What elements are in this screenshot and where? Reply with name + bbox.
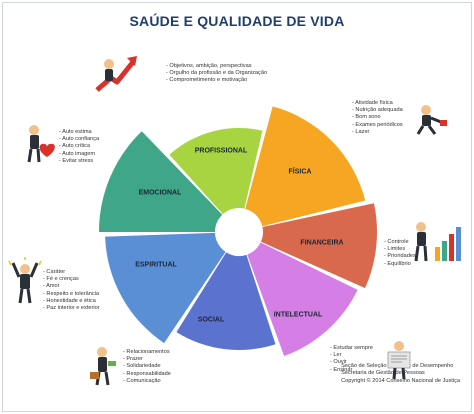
note-item: Auto imagem	[59, 151, 99, 158]
notes-intelectual: Estudar sempre Ler Ouvir Ensinar	[330, 345, 373, 374]
note-item: Exames periódicos	[352, 122, 403, 129]
segment-label-fisica: FÍSICA	[288, 168, 312, 176]
note-item: Objetivos, ambição, perspectivas	[166, 63, 267, 70]
businessman-arrow-icon	[95, 56, 137, 92]
notes-fisica: Atividade física Nutrição adequada Bom s…	[352, 100, 403, 136]
note-item: Bom sono	[352, 114, 403, 121]
footer-line: Copyright © 2014 Conselho Nacional de Ju…	[341, 377, 460, 384]
note-item: Evitar stress	[59, 158, 99, 165]
segment-label-intelectual: INTELECTUAL	[273, 311, 323, 319]
businessman-cheering-icon	[8, 257, 42, 304]
wheel-segment-espiritual	[105, 232, 226, 344]
segment-label-emocional: EMOCIONAL	[138, 189, 182, 197]
businessman-money-icon	[90, 347, 116, 386]
note-item: Controle	[384, 239, 416, 246]
note-item: Auto estima	[59, 129, 99, 136]
note-item: Honestidade e ética	[43, 298, 100, 305]
note-item: Equilíbrio	[384, 261, 416, 268]
segment-label-financeira: FINANCEIRA	[300, 239, 344, 247]
note-item: Prazer	[123, 356, 171, 363]
note-item: Atividade física	[352, 100, 403, 107]
wheel-segment-social	[176, 252, 276, 350]
wheel-segment-profissional	[169, 128, 263, 215]
footer-line: Secretaria de Gestão de Pessoas	[341, 370, 425, 377]
wheel-segment-financeira	[260, 203, 377, 289]
note-item: Ler	[330, 352, 373, 359]
businessman-heart-icon	[27, 125, 55, 163]
note-item: Relacionamentos	[123, 349, 171, 356]
businessman-running-icon	[416, 105, 447, 135]
businessman-chart-icon	[414, 222, 461, 262]
notes-espiritual: Caráter Fé e crenças Amor Respeito e tol…	[43, 269, 100, 312]
note-item: Estudar sempre	[330, 345, 372, 352]
wheel-segment-emocional	[99, 131, 223, 232]
note-item: Ouvir	[330, 359, 373, 366]
note-item: Comprometimento e motivação	[166, 77, 267, 84]
notes-social: Relacionamentos Prazer Solidariedade Res…	[123, 349, 171, 385]
note-item: Ensinar	[330, 367, 373, 374]
wheel-center	[219, 212, 259, 252]
notes-financeira: Controle Limites Prioridades Equilíbrio	[384, 239, 416, 268]
segment-label-profissional: PROFISSIONAL	[194, 147, 248, 155]
note-item: Auto confiança	[59, 136, 99, 143]
note-item: Caráter	[43, 269, 100, 276]
segment-label-espiritual: ESPIRITUAL	[135, 261, 177, 269]
notes-profissional: Objetivos, ambição, perspectivas Orgulho…	[166, 63, 267, 85]
note-item: Solidariedade	[123, 363, 171, 370]
note-item: Responsabilidade	[123, 371, 170, 378]
segment-label-social: SOCIAL	[197, 316, 225, 324]
note-item: Orgulho da profissão e da Organização	[166, 70, 267, 77]
businessman-newspaper-icon	[387, 341, 411, 380]
note-item: Auto crítica	[59, 143, 99, 150]
wheel-segment-intelectual	[247, 242, 358, 357]
note-item: Comunicação	[123, 378, 171, 385]
note-item: Nutrição adequada	[352, 107, 402, 114]
page-title: SAÚDE E QUALIDADE DE VIDA	[129, 13, 345, 29]
wheel-segment-física	[245, 106, 366, 227]
note-item: Amor	[43, 283, 100, 290]
note-item: Prioridades	[384, 253, 415, 260]
note-item: Lazer	[352, 129, 403, 136]
note-item: Limites	[384, 246, 416, 253]
notes-emocional: Auto estima Auto confiança Auto crítica …	[59, 129, 99, 165]
note-item: Paz interior e exterior	[43, 305, 99, 312]
note-item: Respeito e tolerância	[43, 291, 100, 298]
note-item: Fé e crenças	[43, 276, 100, 283]
